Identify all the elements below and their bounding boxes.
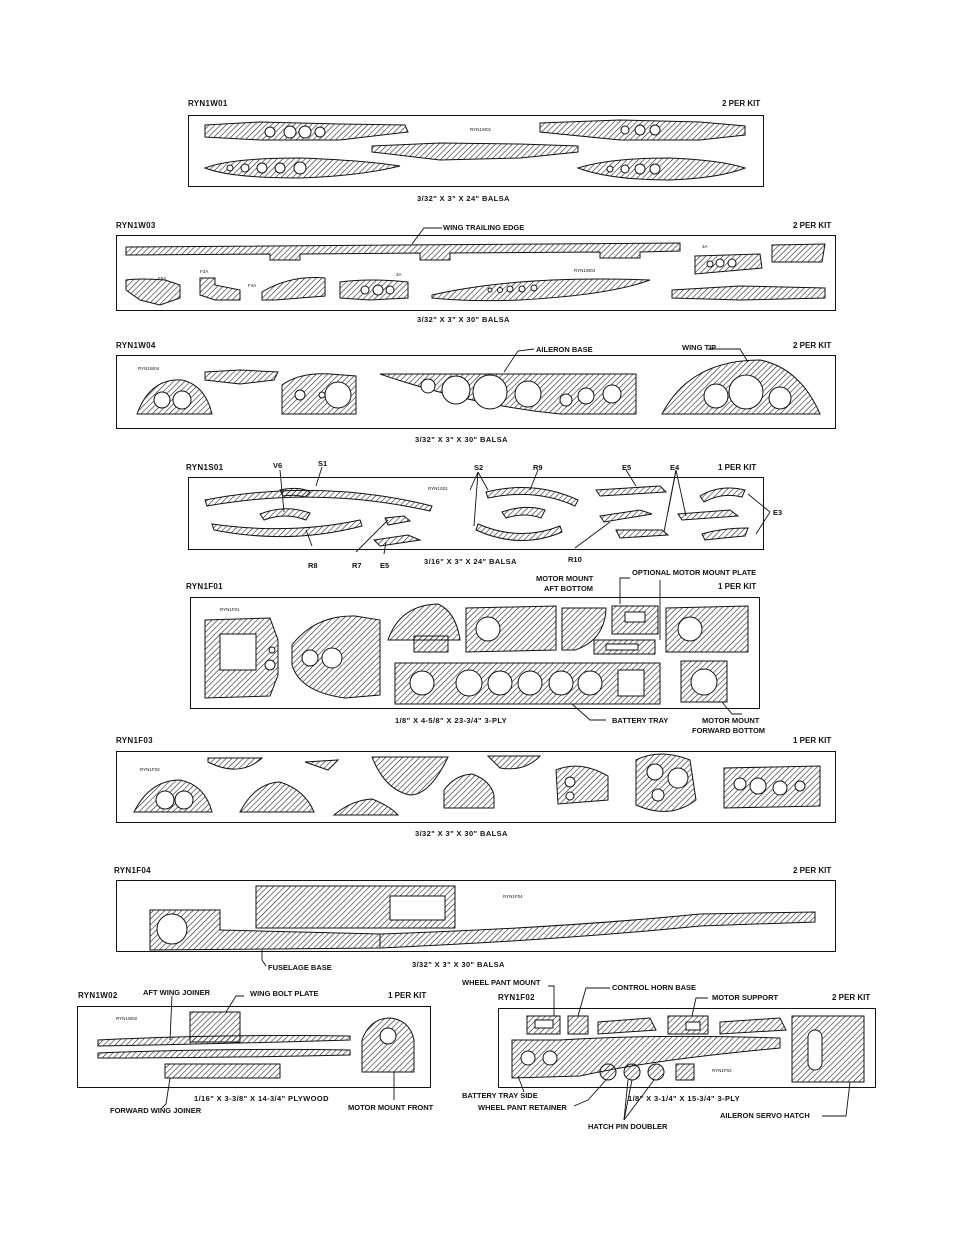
sheet-ryn1w01-holes xyxy=(226,124,661,175)
callout-r7: R7 xyxy=(352,561,362,570)
panel-ryn1w01 xyxy=(188,115,764,187)
panel-ryn1w03 xyxy=(116,235,836,311)
sheet-title-ryn1w04: RYN1W04 xyxy=(116,341,156,350)
kit-count-ryn1f01: 1 PER KIT xyxy=(718,582,757,591)
callout-aft-wing-joiner: AFT WING JOINER xyxy=(143,988,211,997)
callout-s1: S1 xyxy=(318,459,328,468)
part-id-ryn1f02: RYN1F02 xyxy=(712,1068,732,1073)
label-3a-2: 3A xyxy=(702,244,708,249)
sheet-ryn1w02-parts xyxy=(97,1011,415,1079)
part-id-ryn1w01: RYN1W01 xyxy=(470,127,492,132)
stock-ryn1w01: 3/32" X 3" X 24" BALSA xyxy=(417,194,510,203)
panel-ryn1f03 xyxy=(116,751,836,823)
callout-e3: E3 xyxy=(773,508,783,517)
kit-count-ryn1s01: 1 PER KIT xyxy=(718,463,757,472)
part-id-ryn1f03: RYN1F03 xyxy=(140,767,160,772)
stock-ryn1w03: 3/32" X 3" X 30" BALSA xyxy=(417,315,510,324)
callout-r8: R8 xyxy=(308,561,318,570)
sheet-title-ryn1f02: RYN1F02 xyxy=(498,993,535,1002)
callout-motor-mount-front: MOTOR MOUNT FRONT xyxy=(348,1103,434,1112)
kit-count-ryn1w04: 2 PER KIT xyxy=(793,341,832,350)
callout-wing-trailing-edge: WING TRAILING EDGE xyxy=(443,223,525,232)
part-id-ryn1f04: RYN1F04 xyxy=(503,894,523,899)
sheet-title-ryn1s01: RYN1S01 xyxy=(186,463,224,472)
kit-count-ryn1w01: 2 PER KIT xyxy=(722,99,761,108)
part-id-ryn1f01: RYN1F01 xyxy=(220,607,240,612)
label-3a-1: 3A xyxy=(396,272,402,277)
kit-count-ryn1f03: 1 PER KIT xyxy=(793,736,832,745)
callout-forward-wing-joiner: FORWARD WING JOINER xyxy=(110,1106,202,1115)
stock-ryn1f03: 3/32" X 3" X 30" BALSA xyxy=(415,829,508,838)
label-f3a: F3A xyxy=(200,269,209,274)
callout-motor-support: MOTOR SUPPORT xyxy=(712,993,779,1002)
sheet-title-ryn1w03: RYN1W03 xyxy=(116,221,156,230)
part-id-ryn1s01: RYN1S01 xyxy=(428,486,448,491)
part-id-ryn1w02: RYN1W02 xyxy=(116,1016,138,1021)
stock-ryn1f01: 1/8" X 4-5/8" X 23-3/4" 3-PLY xyxy=(395,716,508,725)
callout-e5-top: E5 xyxy=(622,463,632,472)
callout-wheel-pant-retainer: WHEEL PANT RETAINER xyxy=(478,1103,567,1112)
panel-ryn1f02 xyxy=(498,1008,876,1088)
label-f5a: F5A xyxy=(158,276,167,281)
kit-count-ryn1f04: 2 PER KIT xyxy=(793,866,832,875)
callout-motor-mount-fwd-1: MOTOR MOUNT xyxy=(702,716,760,725)
stock-ryn1f02: 1/8" X 3-1/4" X 15-3/4" 3-PLY xyxy=(628,1094,741,1103)
callout-control-horn-base: CONTROL HORN BASE xyxy=(612,983,697,992)
callout-motor-mount-aft-2: AFT BOTTOM xyxy=(544,584,594,593)
callout-e5-bottom: E5 xyxy=(380,561,390,570)
stock-ryn1w02: 1/16" X 3-3/8" X 14-3/4" PLYWOOD xyxy=(194,1094,329,1103)
sheet-ryn1f02-parts xyxy=(511,1015,865,1083)
sheet-title-ryn1f01: RYN1F01 xyxy=(186,582,223,591)
sheet-title-ryn1w01: RYN1W01 xyxy=(188,99,228,108)
callout-motor-mount-fwd-2: FORWARD BOTTOM xyxy=(692,726,766,735)
callout-aileron-servo-hatch: AILERON SERVO HATCH xyxy=(720,1111,810,1120)
stock-ryn1f04: 3/32" X 3" X 30" BALSA xyxy=(412,960,505,969)
part-id-ryn1w04: RYN1W04 xyxy=(138,366,160,371)
sheet-ryn1s01-parts xyxy=(204,485,749,547)
stock-ryn1s01: 3/16" X 3" X 24" BALSA xyxy=(424,557,517,566)
callout-r9: R9 xyxy=(533,463,543,472)
panel-ryn1w04 xyxy=(116,355,836,429)
callout-s2: S2 xyxy=(474,463,484,472)
sheet-title-ryn1w02: RYN1W02 xyxy=(78,991,118,1000)
sheet-title-ryn1f04: RYN1F04 xyxy=(114,866,151,875)
callout-v6: V6 xyxy=(273,461,283,470)
panel-ryn1f01 xyxy=(190,597,760,709)
callout-battery-tray-side: BATTERY TRAY SIDE xyxy=(462,1091,538,1100)
kit-count-ryn1w03: 2 PER KIT xyxy=(793,221,832,230)
kit-count-ryn1w02: 1 PER KIT xyxy=(388,991,427,1000)
callout-motor-mount-aft-1: MOTOR MOUNT xyxy=(536,574,594,583)
callout-r10: R10 xyxy=(568,555,582,564)
callout-hatch-pin-doubler: HATCH PIN DOUBLER xyxy=(588,1122,668,1131)
callout-optional-motor-mount-plate: OPTIONAL MOTOR MOUNT PLATE xyxy=(632,568,757,577)
stock-ryn1w04: 3/32" X 3" X 30" BALSA xyxy=(415,435,508,444)
panel-ryn1w02 xyxy=(77,1006,431,1088)
sheet-ryn1w03-parts xyxy=(125,242,826,306)
part-id-ryn1w03: RYN1W03 xyxy=(574,268,596,273)
callout-e4: E4 xyxy=(670,463,680,472)
callout-battery-tray: BATTERY TRAY xyxy=(612,716,669,725)
callout-wheel-pant-mount: WHEEL PANT MOUNT xyxy=(462,978,541,987)
callout-wing-tip: WING TIP xyxy=(682,343,717,352)
callout-fuselage-base: FUSELAGE BASE xyxy=(268,963,332,972)
panel-ryn1s01 xyxy=(188,477,764,550)
sheet-title-ryn1f03: RYN1F03 xyxy=(116,736,153,745)
callout-wing-bolt-plate: WING BOLT PLATE xyxy=(250,989,319,998)
panel-ryn1f04 xyxy=(116,880,836,952)
label-f4a: F4A xyxy=(248,283,257,288)
kit-count-ryn1f02: 2 PER KIT xyxy=(832,993,871,1002)
callout-aileron-base: AILERON BASE xyxy=(536,345,593,354)
